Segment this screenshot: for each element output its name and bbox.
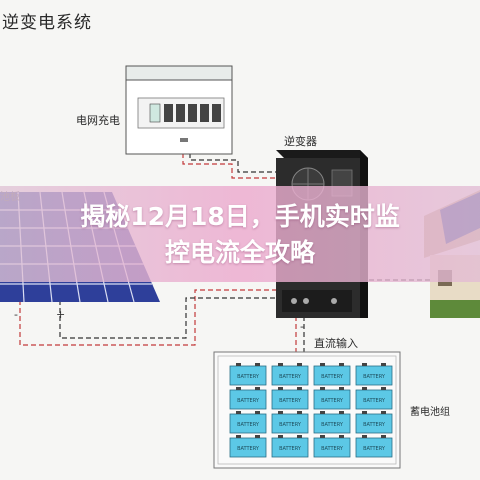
battery-cell-label: BATTERY: [279, 446, 302, 452]
minus-sign-inverter: -: [300, 320, 304, 333]
battery-icon: BATTERY: [355, 363, 393, 386]
battery-icon: BATTERY: [313, 387, 351, 410]
battery-cell-label: BATTERY: [237, 422, 260, 428]
battery-icon: BATTERY: [271, 363, 309, 386]
battery-cell-label: BATTERY: [237, 374, 260, 380]
battery-bank-label: 蓄电池组: [410, 407, 450, 418]
battery-icon: BATTERY: [355, 435, 393, 458]
battery-icon: BATTERY: [229, 435, 267, 458]
battery-icon: BATTERY: [355, 411, 393, 434]
headline-line-1: 揭秘12月18日，手机实时监: [80, 202, 400, 231]
battery-cell-label: BATTERY: [363, 446, 386, 452]
battery-cell-label: BATTERY: [279, 422, 302, 428]
battery-cells: BATTERY BATTERY BATTERY BATTERY BATTERY BATTE…: [229, 363, 393, 458]
battery-icon: BATTERY: [313, 435, 351, 458]
battery-cell-label: BATTERY: [363, 398, 386, 404]
distribution-box-icon: [125, 65, 233, 155]
battery-icon: BATTERY: [313, 411, 351, 434]
battery-icon: BATTERY: [355, 387, 393, 410]
battery-cell-label: BATTERY: [321, 422, 344, 428]
battery-cell-label: BATTERY: [237, 398, 260, 404]
battery-icon: BATTERY: [271, 411, 309, 434]
dc-input-label: 直流输入: [314, 337, 358, 350]
battery-icon: BATTERY: [229, 363, 267, 386]
battery-cell-label: BATTERY: [363, 374, 386, 380]
battery-cell-label: BATTERY: [237, 446, 260, 452]
battery-cell-label: BATTERY: [363, 422, 386, 428]
battery-icon: BATTERY: [229, 387, 267, 410]
battery-cell-label: BATTERY: [321, 446, 344, 452]
battery-icon: BATTERY: [313, 363, 351, 386]
headline-line-2: 控电流全攻略: [164, 238, 315, 267]
battery-cell-label: BATTERY: [321, 374, 344, 380]
battery-cell-label: BATTERY: [321, 398, 344, 404]
battery-icon: BATTERY: [271, 387, 309, 410]
plus-sign: +: [56, 308, 65, 321]
battery-cell-label: BATTERY: [279, 374, 302, 380]
battery-icon: BATTERY: [229, 411, 267, 434]
battery-cell-label: BATTERY: [279, 398, 302, 404]
headline: 揭秘12月18日，手机实时监 控电流全攻略: [0, 199, 480, 271]
battery-icon: BATTERY: [271, 435, 309, 458]
minus-sign: -: [14, 308, 18, 321]
inverter-label: 逆变器: [284, 135, 317, 148]
grid-charging-label: 电网充电: [76, 114, 120, 127]
headline-banner: [0, 186, 480, 282]
diagram-title: 逆变电系统: [2, 13, 92, 33]
